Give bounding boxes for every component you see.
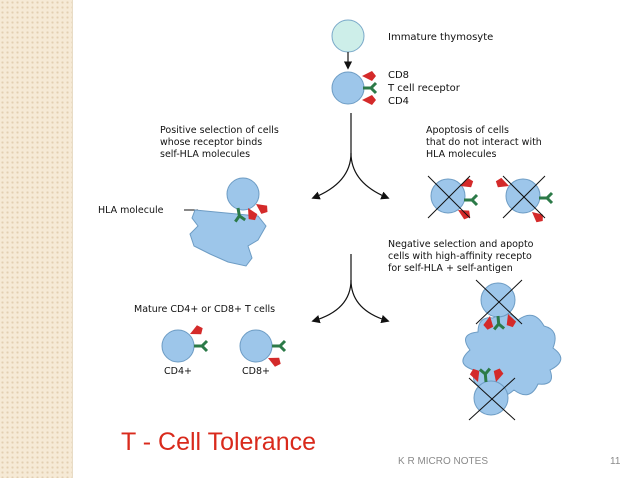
apoptotic-cell-1 (427, 175, 479, 222)
cd4-label: CD4 (388, 96, 409, 107)
cd8-plus-label: CD8+ (242, 366, 270, 377)
hla-molecule-shape (189, 209, 267, 267)
hla-molecule-label: HLA molecule (98, 205, 164, 216)
mature-cd4-cell (161, 323, 209, 363)
apoptosis-line-3: HLA molecules (426, 149, 496, 160)
slide-title: T - Cell Tolerance (121, 428, 316, 456)
negative-selection-line-3: for self-HLA + self-antigen (388, 263, 513, 274)
immature-thymocyte-cell (331, 19, 365, 53)
mature-cells-label: Mature CD4+ or CD8+ T cells (134, 304, 275, 315)
negative-selection-line-1: Negative selection and apopto (388, 239, 534, 250)
apoptosis-line-1: Apoptosis of cells (426, 125, 509, 136)
immature-thymocyte-label: Immature thymosyte (388, 32, 493, 43)
branch-arrows-upper (311, 113, 390, 200)
apoptosis-line-2: that do not interact with (426, 137, 542, 148)
cd4-plus-label: CD4+ (164, 366, 192, 377)
branch-arrows-lower (311, 254, 390, 324)
footer-notes: K R MICRO NOTES (398, 456, 489, 467)
page-number: 11 (610, 456, 621, 467)
positive-selection-line-1: Positive selection of cells (160, 125, 279, 136)
tcr-label: T cell receptor (387, 83, 461, 94)
positive-selection-line-3: self-HLA molecules (160, 149, 250, 160)
negatively-selected-cell-top (475, 279, 523, 331)
negative-selection-line-2: cells with high-affinity recepto (388, 251, 532, 262)
positive-selection-line-2: whose receptor binds (160, 137, 262, 148)
positively-selected-cell (226, 177, 271, 224)
double-positive-cell (331, 71, 378, 105)
apoptotic-cell-2 (494, 175, 554, 225)
cd8-label: CD8 (388, 70, 409, 81)
antigen-presenting-cell (462, 313, 562, 397)
t-cell-selection-diagram: Immature thymosyte CD8 T cell receptor C… (98, 19, 562, 421)
negatively-selected-cell-bottom (468, 367, 516, 421)
mature-cd8-cell (239, 329, 287, 369)
decorative-left-border (0, 0, 73, 478)
